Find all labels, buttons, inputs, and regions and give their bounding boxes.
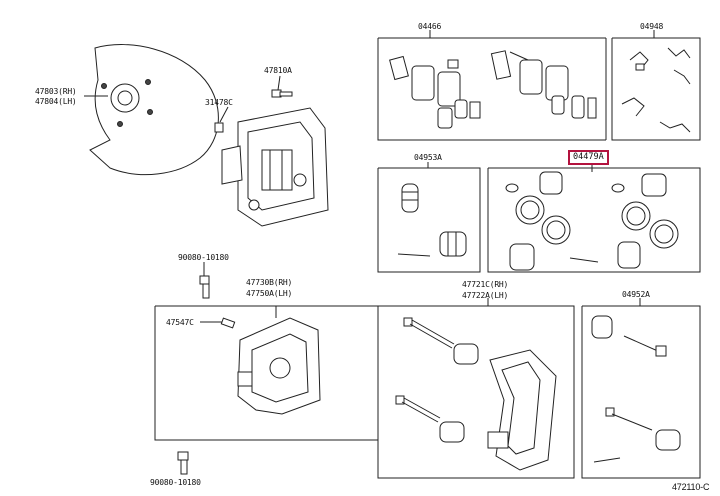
part-number-04466[interactable]: 04466: [418, 22, 442, 31]
seal-kit-04479A: [505, 164, 679, 271]
dust-shield: [84, 44, 219, 176]
bolt-90080-bottom: [177, 451, 189, 475]
part-number-31478C[interactable]: 31478C: [205, 98, 233, 107]
bolt-47810A: [271, 75, 293, 98]
part-number-47803[interactable]: 47803(RH): [35, 87, 77, 96]
caliper-body: [237, 306, 321, 415]
caliper-bracket-kit: [395, 317, 557, 471]
bolt-90080-top: [199, 262, 210, 299]
box-04952A: [581, 305, 701, 479]
part-number-04479A-highlighted[interactable]: 04479A: [568, 150, 609, 165]
box-04948: [611, 37, 701, 141]
pad-clips: [621, 47, 691, 133]
part-number-47750A[interactable]: 47750A(LH): [246, 289, 293, 298]
part-number-04948[interactable]: 04948: [640, 22, 664, 31]
brake-pads: [389, 50, 597, 129]
part-number-47804[interactable]: 47804(LH): [35, 97, 77, 106]
box-47721C: [377, 305, 575, 479]
box-04466: [377, 37, 607, 141]
caliper-assembly: [221, 107, 329, 227]
part-number-47722A[interactable]: 47722A(LH): [462, 291, 509, 300]
part-number-90080-top[interactable]: 90080-10180: [178, 253, 229, 262]
part-number-47547C[interactable]: 47547C: [166, 318, 194, 327]
part-number-47810A[interactable]: 47810A: [264, 66, 292, 75]
boot-kit-04953A: [397, 183, 467, 257]
figure-id: 472110-C: [672, 482, 710, 492]
part-number-47730B[interactable]: 47730B(RH): [246, 278, 293, 287]
part-number-04952A[interactable]: 04952A: [622, 290, 650, 299]
part-number-47721C[interactable]: 47721C(RH): [462, 280, 509, 289]
plug-31478C: [214, 106, 229, 133]
part-number-04953A[interactable]: 04953A: [414, 153, 442, 162]
part-number-90080-bottom[interactable]: 90080-10180: [150, 478, 201, 487]
box-04479A: [487, 167, 701, 273]
boot-kit-04952A: [591, 315, 681, 463]
bleeder-47547C: [200, 317, 236, 329]
box-04953A: [377, 167, 481, 273]
